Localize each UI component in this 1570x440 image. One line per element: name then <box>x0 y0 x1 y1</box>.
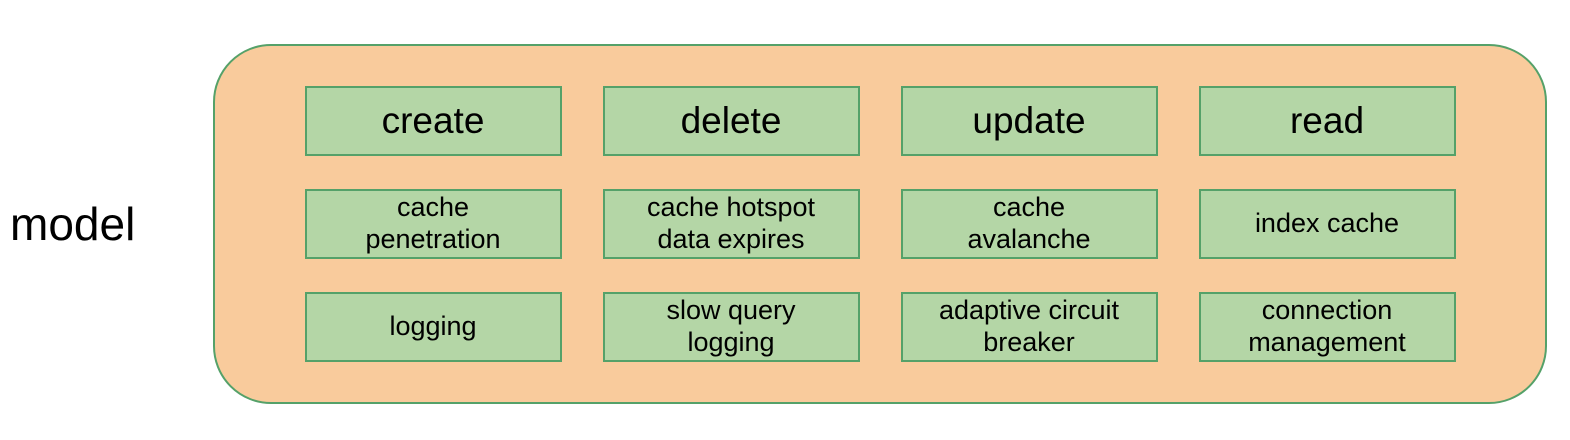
box-logging: logging <box>304 292 562 362</box>
box-cache-hotspot-data-expires: cache hotspot data expires <box>602 189 860 259</box>
model-grid: create delete update read cache penetrat… <box>215 46 1545 402</box>
box-slow-query-logging: slow query logging <box>602 292 860 362</box>
box-adaptive-circuit-breaker: adaptive circuit breaker <box>900 292 1158 362</box>
box-update: update <box>900 86 1158 156</box>
model-container: create delete update read cache penetrat… <box>213 44 1547 404</box>
box-read: read <box>1198 86 1456 156</box>
box-connection-management: connection management <box>1198 292 1456 362</box>
box-cache-avalanche: cache avalanche <box>900 189 1158 259</box>
box-index-cache: index cache <box>1198 189 1456 259</box>
box-cache-penetration: cache penetration <box>304 189 562 259</box>
model-label: model <box>10 198 136 250</box>
box-delete: delete <box>602 86 860 156</box>
box-create: create <box>304 86 562 156</box>
